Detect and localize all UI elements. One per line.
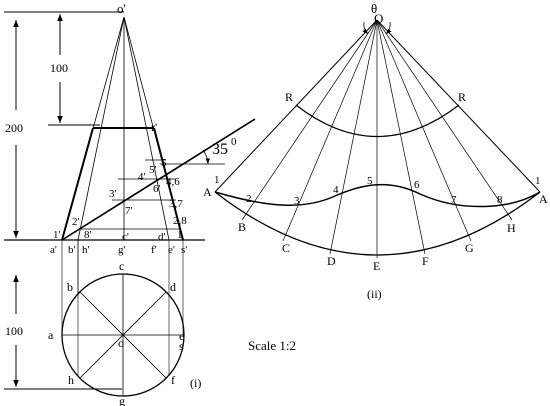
right-label-3-7: 3,7 [169,198,183,210]
frustum-right-edge [153,127,184,241]
angle-arc [202,149,211,165]
angle-value: 35 [212,141,228,158]
base-label-c: c' [122,231,129,243]
dev-generator-g [376,19,472,242]
dev-generator-d [329,19,378,255]
dev-apex-label: O [374,11,383,26]
dev-sec-4: 4 [333,184,339,196]
center-label-o: o [118,336,124,350]
dev-r-left: R [285,90,293,104]
theta-arc-right [385,21,392,35]
dev-gen-f: F [422,254,429,268]
plan-label-g: g [119,394,125,406]
section-label-7p: 7' [125,205,133,217]
plan-label-e: e [179,329,184,343]
development-view [214,19,541,258]
right-label-4-6: 4,6 [166,176,180,188]
dev-sec-6: 6 [414,179,420,191]
section-label-2p: 2' [72,216,80,228]
section-label-8p: 8' [84,229,92,241]
base-label-e: e' [168,244,175,256]
dev-gen-d: D [327,254,336,268]
right-label-2-8: 2,8 [173,215,187,227]
dim-100-lower-label: 100 [5,324,23,338]
dev-gen-h: H [507,221,516,235]
dev-sec-1-right: 1 [535,175,541,187]
theta-arc-left [362,21,369,35]
plan-label-s: s [179,339,184,353]
dev-generator-h [376,19,513,221]
base-label-d: d' [158,231,166,243]
section-label-6p: 6' [153,183,161,195]
plan-label-a: a [48,328,54,342]
dev-sec-7: 7 [451,194,457,206]
top-view [61,273,185,397]
front-view [4,16,256,376]
right-label-5: 5 [161,157,167,169]
base-label-h: h' [82,244,90,256]
dev-sec-2: 2 [246,193,252,205]
plan-label-b: b [67,280,73,294]
dev-gen-g: G [465,241,474,255]
dev-sec-5: 5 [367,175,373,187]
plan-label-h: h [68,373,74,387]
diameter-dh [79,291,167,379]
cutting-plane [61,118,256,241]
dev-generator-f [376,19,426,255]
dev-base-arc [214,191,541,256]
dev-gen-a-right: A [539,192,548,206]
section-label-4p: 4' [138,171,146,183]
frustum-left-edge [61,127,94,241]
base-label-a: a' [50,244,57,256]
dev-generator-c [282,19,378,242]
dev-gen-b: B [238,220,246,234]
dev-generator-b [241,19,378,221]
plan-label-c: c [119,259,124,273]
base-label-s: s' [181,244,187,256]
dev-gen-c: C [282,241,290,255]
section-label-5p: 5' [149,164,157,176]
plan-label-f: f [171,373,175,387]
angle-unit: 0 [231,136,237,148]
base-label-f: f' [151,244,157,256]
dev-r-right: R [458,90,466,104]
section-label-1p: 1' [53,229,61,241]
scale-note: Scale 1:2 [248,338,296,353]
dev-edge-left [214,19,378,193]
apex-label: o' [117,1,126,16]
plan-label-d: d [170,280,176,294]
section-label-3p: 3' [109,188,117,200]
view-caption-i: (i) [190,376,201,390]
right-label-1: 1 [177,229,183,241]
base-label-g: g' [118,244,126,256]
dim-200-label: 200 [5,121,23,135]
dev-gen-a-left: A [203,185,212,199]
dev-top-arc [295,104,460,138]
view-caption-ii: (ii) [367,287,382,301]
dim-100-upper-label: 100 [50,61,68,75]
dev-sec-8: 8 [497,194,503,206]
theta-label: θ [371,1,377,16]
dev-section-curve [214,183,541,208]
dev-gen-e: E [373,259,380,273]
base-label-b: b' [68,244,76,256]
r-prime-label: r' [151,120,157,134]
dev-sec-3: 3 [294,195,300,207]
dev-sec-1-left: 1 [214,174,220,186]
